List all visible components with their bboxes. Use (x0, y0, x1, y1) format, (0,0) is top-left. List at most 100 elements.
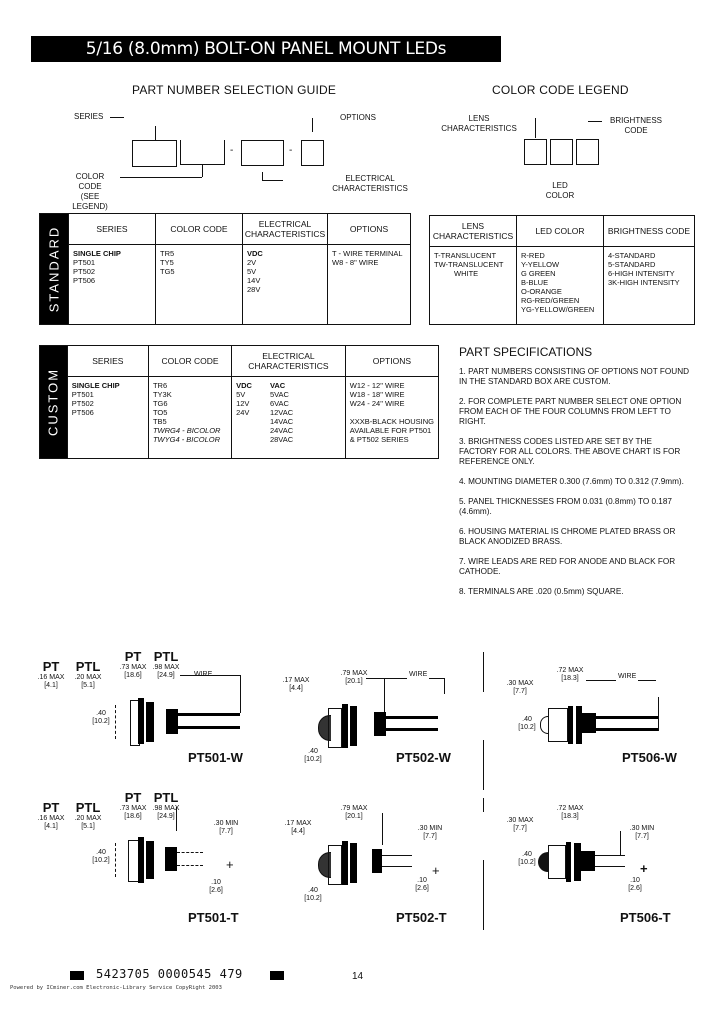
spec-item: 5. PANEL THICKNESSES FROM 0.031 (0.8mm) … (459, 497, 672, 516)
nut-icon (576, 706, 582, 744)
spec-item: 2. FOR COMPLETE PART NUMBER SELECT ONE O… (459, 397, 682, 426)
legend-col-led-color: LED COLOR R-RED Y-YELLOW G GREEN B-BLUE … (516, 216, 603, 324)
terminal-pin-icon (382, 866, 412, 867)
divider (483, 860, 484, 930)
custom-col-electrical: ELECTRICAL CHARACTERISTICS VDC 5V 12V 24… (231, 346, 345, 458)
nut-icon (566, 842, 571, 882)
terminal-pin-icon (382, 855, 412, 856)
terminal-base-icon (165, 847, 177, 871)
diagram-pt501-t: PT .16 MAX [4.1] PTL .20 MAX [5.1] PT .7… (37, 790, 239, 926)
brightness-leader (588, 121, 602, 122)
color-code-box (180, 140, 225, 165)
diagram-pt501-w: PT .16 MAX [4.1] PTL .20 MAX [5.1] PT .7… (37, 649, 243, 766)
model-name: PT502-T (396, 910, 447, 925)
model-name: PT506-W (622, 750, 677, 765)
standard-table: STANDARD SERIES SINGLE CHIP PT501 PT502 … (39, 213, 411, 325)
model-name: PT501-W (188, 750, 243, 765)
diagram-pt506-w: .30 MAX [7.7] .72 MAX [18.3] WIRE .40 [1… (506, 667, 677, 765)
std-col-electrical: ELECTRICAL CHARACTERISTICS VDC 2V 5V 14V… (242, 214, 327, 324)
wire-grommet-icon (374, 712, 386, 736)
diagram-pt502-w: .17 MAX [4.4] .79 MAX [20.1] WIRE .40 [1… (282, 670, 451, 765)
electrical-leader (262, 172, 283, 181)
nut-icon (574, 843, 581, 881)
wire-lead-icon (386, 728, 438, 731)
spec-item: 6. HOUSING MATERIAL IS CHROME PLATED BRA… (459, 527, 676, 546)
barcode-block-icon (270, 971, 284, 980)
page-title: 5/16 (8.0mm) BOLT-ON PANEL MOUNT LEDs (31, 36, 501, 62)
model-name: PT501-T (188, 910, 239, 925)
nut-icon (146, 702, 154, 742)
options-leader (312, 118, 313, 132)
barcode-text: 5423705 0000545 479 (96, 967, 243, 981)
anode-plus-icon: + (432, 863, 440, 878)
spec-item: 1. PART NUMBERS CONSISTING OF OPTIONS NO… (459, 367, 690, 386)
anode-plus-icon: + (226, 857, 234, 872)
std-col-color-code: COLOR CODE TR5 TY5 TG5 (155, 214, 242, 324)
led-lens-icon (540, 716, 549, 734)
diagram-pt502-t: .17 MAX [4.4] .79 MAX [20.1] .30 MIN [7.… (284, 805, 447, 925)
electrical-label: ELECTRICAL CHARACTERISTICS (332, 174, 408, 193)
brightness-code-label: BRIGHTNESS CODE (609, 116, 662, 135)
color-legend-table: LENS CHARACTERISTICS T-TRANSLUCENT TW-TR… (429, 215, 695, 325)
powered-by: Powered by ICminer.com Electronic-Librar… (10, 985, 222, 991)
wire-grommet-icon (582, 713, 596, 733)
legend-col-lens: LENS CHARACTERISTICS T-TRANSLUCENT TW-TR… (430, 216, 516, 324)
nut-icon (146, 841, 154, 879)
nut-icon (138, 837, 144, 883)
color-code-leader (202, 165, 203, 177)
led-color-label: LED COLOR (545, 181, 575, 200)
spec-item: 4. MOUNTING DIAMETER 0.300 (7.6mm) TO 0.… (459, 477, 684, 486)
selection-guide-title: PART NUMBER SELECTION GUIDE (132, 83, 337, 97)
spec-item: 8. TERMINALS ARE .020 (0.5mm) SQUARE. (459, 587, 624, 596)
wire-lead-icon (596, 716, 658, 719)
terminal-base-icon (581, 851, 595, 871)
terminal-base-icon (372, 849, 382, 873)
custom-side-label: CUSTOM (40, 346, 67, 458)
color-code-label: COLOR CODE (SEE LEGEND) (72, 172, 108, 211)
terminal-pin-icon (177, 865, 203, 866)
custom-col-series: SERIES SINGLE CHIP PT501 PT502 PT506 (66, 346, 148, 458)
model-name: PT506-T (620, 910, 671, 925)
nut-icon (138, 698, 144, 744)
spec-item: 3. BRIGHTNESS CODES LISTED ARE SET BY TH… (459, 437, 681, 466)
options-box (301, 140, 324, 166)
terminal-pin-icon (177, 852, 203, 853)
wire-lead-icon (386, 716, 438, 719)
nut-icon (568, 706, 573, 744)
divider (483, 740, 484, 790)
color-code-leader-h (120, 177, 202, 178)
custom-col-color-code: COLOR CODE TR6 TY3K TG6 TO5 TB5 TWRG4 - … (147, 346, 232, 458)
terminal-pin-icon (595, 855, 625, 856)
custom-col-options: OPTIONS W12 - 12" WIRE W18 - 18" WIRE W2… (344, 346, 438, 458)
series-box (132, 140, 177, 167)
series-leader (110, 117, 124, 118)
part-specifications: PART SPECIFICATIONS 1. PART NUMBERS CONS… (459, 345, 691, 607)
std-col-series: SERIES SINGLE CHIP PT501 PT502 PT506 (68, 214, 155, 324)
page-number: 14 (352, 971, 364, 982)
separator-2: - (289, 145, 293, 156)
barcode-block-icon (70, 971, 84, 980)
wire-grommet-icon (166, 709, 178, 734)
color-legend-title: COLOR CODE LEGEND (492, 83, 629, 97)
diagram-pt506-t: .30 MAX [7.7] .72 MAX [18.3] .30 MIN [7.… (506, 805, 671, 925)
nut-icon (350, 843, 357, 883)
spec-item: 7. WIRE LEADS ARE RED FOR ANODE AND BLAC… (459, 557, 676, 576)
divider (483, 798, 484, 812)
model-name: PT502-W (396, 750, 451, 765)
divider (483, 652, 484, 692)
wire-lead-icon (596, 728, 658, 731)
lens-box (524, 139, 547, 165)
terminal-pin-icon (595, 866, 625, 867)
specs-title: PART SPECIFICATIONS (459, 345, 593, 359)
standard-side-label: STANDARD (40, 214, 68, 324)
wire-lead-icon (178, 726, 240, 729)
legend-col-brightness: BRIGHTNESS CODE 4-STANDARD 5-STANDARD 6-… (603, 216, 694, 324)
custom-table: CUSTOM SERIES SINGLE CHIP PT501 PT502 PT… (39, 345, 439, 459)
wire-lead-icon (178, 713, 240, 716)
lens-characteristics-label: LENS CHARACTERISTICS (441, 114, 517, 133)
separator-1: - (230, 145, 234, 156)
nut-icon (342, 841, 348, 885)
nut-icon (342, 704, 348, 748)
series-leader-v (155, 126, 156, 140)
anode-plus-icon: + (640, 861, 648, 876)
